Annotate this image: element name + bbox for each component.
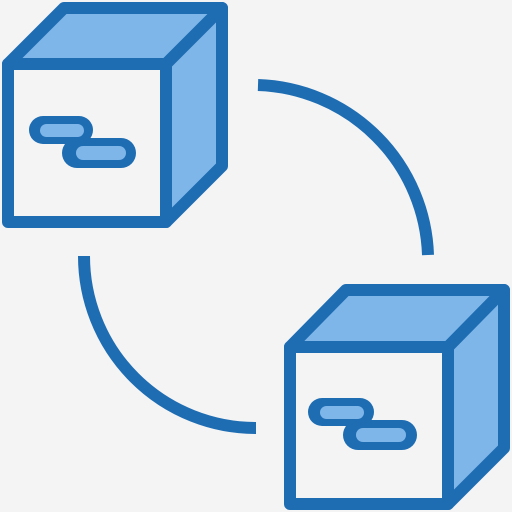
arc-bottom-left (78, 255, 257, 434)
bottom-right-block-icon (284, 284, 510, 510)
chain-link-icon (308, 398, 417, 450)
top-left-block-icon (2, 2, 228, 228)
chain-link-icon (29, 116, 136, 168)
exchange-arc-icon (78, 79, 434, 434)
arc-top-right (257, 79, 434, 256)
